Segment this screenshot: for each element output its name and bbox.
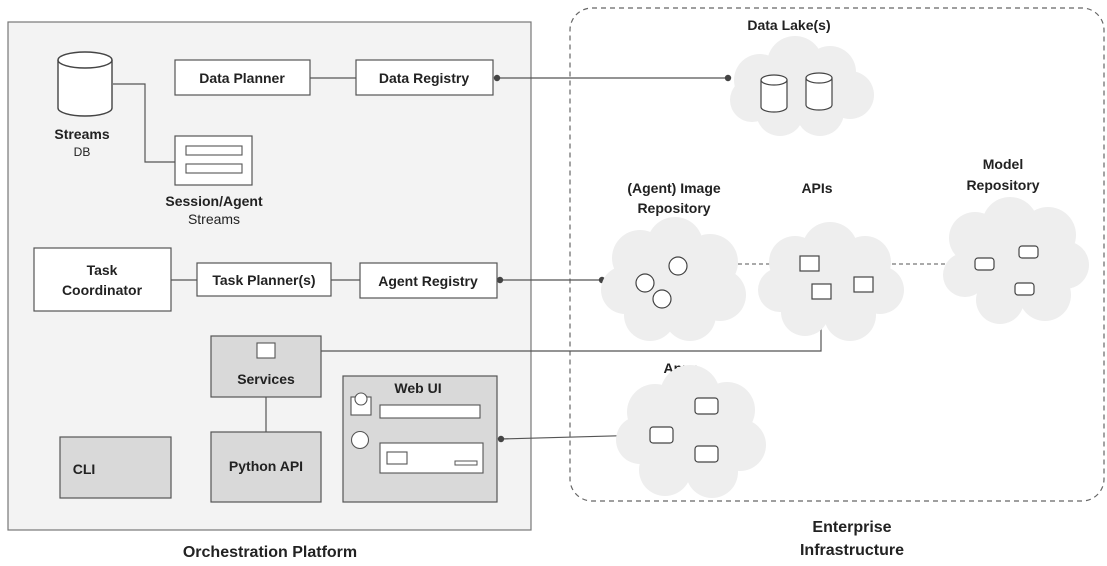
data-lake-cloud xyxy=(730,36,874,136)
apis-label: APIs xyxy=(801,180,832,196)
image-repository-label-line2: Repository xyxy=(637,200,710,216)
data-registry-label: Data Registry xyxy=(379,70,469,86)
web-ui-panel-button xyxy=(386,451,408,465)
cli-label: CLI xyxy=(73,461,96,477)
model-repository-cloud xyxy=(943,197,1089,324)
orchestration-platform-title: Orchestration Platform xyxy=(183,544,357,561)
task-coordinator-label-line1: Task xyxy=(87,262,118,278)
task-coordinator-box xyxy=(33,247,172,312)
database-icon xyxy=(760,72,833,113)
image-repository-label-line1: (Agent) Image xyxy=(627,180,721,196)
user-head-icon xyxy=(354,392,368,406)
streams-db-subtitle: DB xyxy=(74,145,91,159)
session-agent-title: Session/Agent xyxy=(165,193,263,209)
web-ui-panel-slider xyxy=(454,460,478,466)
session-agent-streams-box xyxy=(174,135,253,186)
agent-registry-label: Agent Registry xyxy=(378,273,478,289)
web-ui-text-field xyxy=(379,404,481,419)
data-lakes-label: Data Lake(s) xyxy=(747,17,830,33)
web-ui-radio-icon xyxy=(350,430,370,450)
web-ui-label: Web UI xyxy=(394,380,441,396)
image-repository-cloud xyxy=(601,217,746,341)
python-api-box xyxy=(210,431,322,503)
task-planner-label: Task Planner(s) xyxy=(212,272,315,288)
task-coordinator-label-line2: Coordinator xyxy=(62,282,143,298)
enterprise-infrastructure-title-line1: Enterprise xyxy=(812,519,891,536)
model-icons xyxy=(974,245,1039,296)
stream-bar-icon xyxy=(185,145,243,156)
apis-cloud xyxy=(758,222,904,341)
agent-registry-box xyxy=(359,262,498,299)
data-registry-box xyxy=(355,59,494,96)
model-repository-label-line1: Model xyxy=(983,156,1023,172)
api-endpoint-icons xyxy=(799,255,874,300)
streams-db-title: Streams xyxy=(54,126,109,142)
enterprise-infrastructure-boundary xyxy=(569,7,1105,502)
services-port-icon xyxy=(256,342,276,359)
session-agent-subtitle: Streams xyxy=(188,211,240,227)
app-icons xyxy=(649,397,719,463)
enterprise-infrastructure-title-line2: Infrastructure xyxy=(800,542,904,559)
apps-cloud xyxy=(616,365,766,498)
cli-box xyxy=(59,436,172,499)
model-repository-label-line2: Repository xyxy=(966,177,1039,193)
services-label: Services xyxy=(237,371,295,387)
data-planner-label: Data Planner xyxy=(199,70,285,86)
python-api-label: Python API xyxy=(229,458,303,474)
stream-bar-icon xyxy=(185,163,243,174)
streams-db-icon xyxy=(57,51,113,117)
agent-image-icons xyxy=(635,256,688,309)
task-planner-box xyxy=(196,262,332,297)
data-planner-box xyxy=(174,59,311,96)
